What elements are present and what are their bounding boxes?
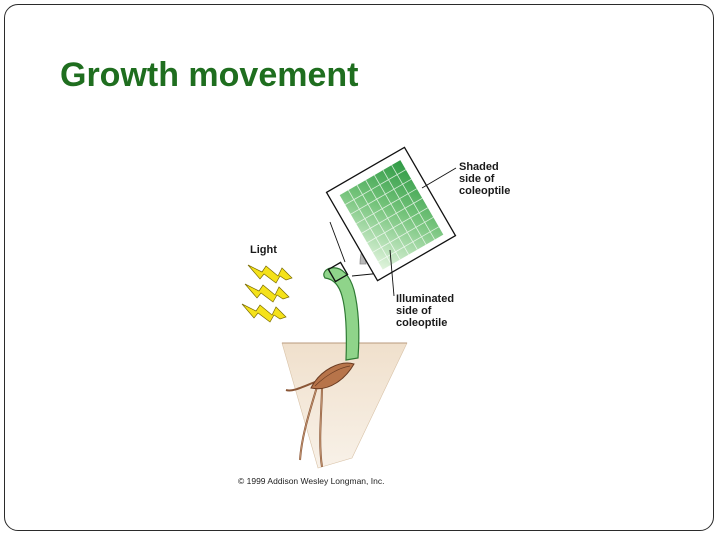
light-rays — [242, 265, 292, 322]
illuminated-label-line-2: side of — [396, 305, 432, 317]
illuminated-label-line-3: coleoptile — [396, 317, 447, 329]
shaded-label-line-2: side of — [459, 173, 495, 185]
shaded-label-line-1: Shaded — [459, 161, 499, 173]
copyright-notice: © 1999 Addison Wesley Longman, Inc. — [238, 476, 384, 486]
light-label: Light — [250, 244, 277, 256]
illuminated-label-line-1: Illuminated — [396, 293, 454, 305]
shaded-label-line-3: coleoptile — [459, 185, 510, 197]
shaded-leader — [422, 168, 456, 188]
